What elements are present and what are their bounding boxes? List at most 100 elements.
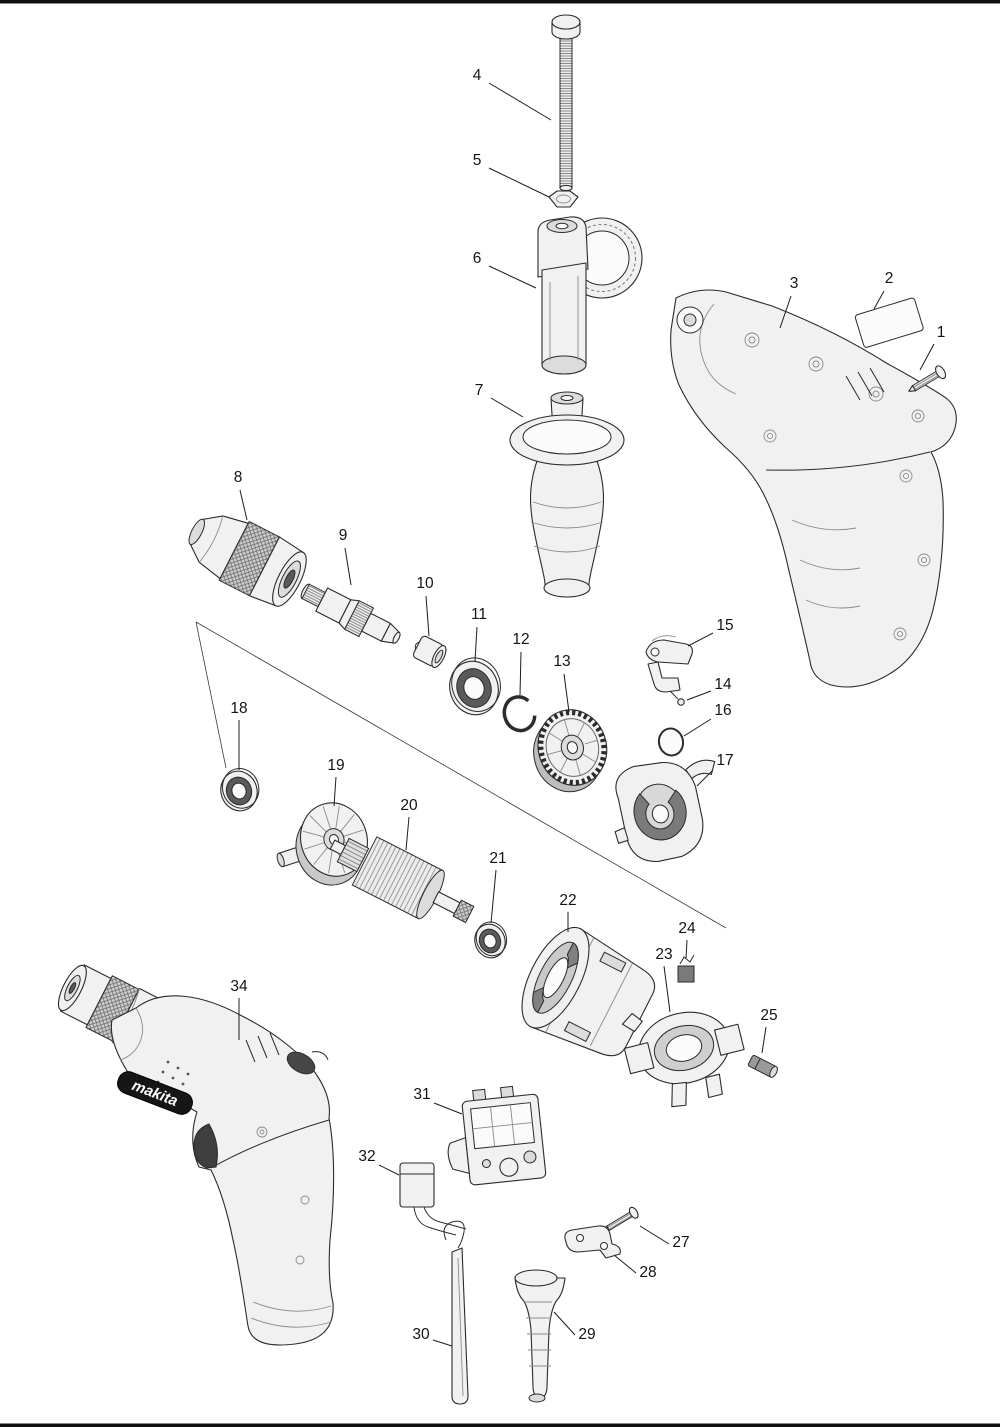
part-23-brush-holder <box>621 1011 745 1108</box>
annotation-layer: 1234567891011121314151617181920212223242… <box>195 67 945 1347</box>
mode-selector <box>286 1051 316 1075</box>
part-number-label-25: 25 <box>760 1007 777 1024</box>
leader-line-part-3 <box>779 295 792 329</box>
part-5-nut <box>548 190 579 208</box>
part-14-pin <box>669 690 685 706</box>
drill-body-outline <box>110 995 335 1346</box>
part-6-handle-clamp <box>537 216 643 375</box>
leader-line-part-6 <box>488 265 537 289</box>
part-number-label-4: 4 <box>473 67 482 84</box>
part-1-screw <box>908 365 947 392</box>
leader-line-part-16 <box>683 718 712 737</box>
part-31-switch <box>447 1085 547 1186</box>
part-number-label-28: 28 <box>639 1264 656 1281</box>
leader-line-part-21 <box>490 869 497 924</box>
part-number-label-29: 29 <box>578 1326 595 1343</box>
leader-line-part-20 <box>405 816 410 851</box>
part-number-label-16: 16 <box>714 702 731 719</box>
part-13-gear <box>533 709 608 793</box>
leader-line-part-25 <box>761 1026 767 1054</box>
leader-line-part-32 <box>378 1164 400 1176</box>
bottom-rule <box>0 1423 1000 1427</box>
construction-line-1 <box>195 621 727 929</box>
leader-line-part-30 <box>432 1339 453 1347</box>
part-number-label-23: 23 <box>655 946 672 963</box>
part-22-field <box>521 926 656 1057</box>
part-number-label-27: 27 <box>672 1234 689 1251</box>
part-number-label-22: 22 <box>559 892 576 909</box>
part-28-cord-clamp <box>564 1225 621 1259</box>
part-3-housing <box>670 289 957 688</box>
part-number-label-17: 17 <box>716 752 733 769</box>
leader-line-part-17 <box>696 769 714 787</box>
part-12-retaining-ring <box>502 695 537 733</box>
part-number-label-9: 9 <box>339 527 348 544</box>
part-2-name-plate <box>854 297 924 348</box>
drill-vents <box>245 1032 280 1063</box>
leader-line-part-5 <box>488 167 550 198</box>
top-rule <box>0 0 1000 4</box>
construction-line-2 <box>195 621 227 769</box>
leader-line-part-8 <box>239 489 248 521</box>
part-number-label-11: 11 <box>471 606 487 623</box>
leader-line-part-24 <box>685 939 688 959</box>
leader-line-part-27 <box>639 1225 670 1245</box>
part-number-label-14: 14 <box>714 676 732 693</box>
part-number-label-30: 30 <box>412 1326 430 1343</box>
part-15-lever <box>645 635 693 693</box>
part-number-label-10: 10 <box>416 575 434 592</box>
part-number-label-5: 5 <box>473 152 482 169</box>
part-7-side-handle <box>509 391 625 598</box>
leader-line-part-28 <box>613 1254 637 1274</box>
part-11-bearing <box>449 657 501 716</box>
part-30-power-cord <box>443 1220 469 1405</box>
part-number-label-6: 6 <box>473 250 482 267</box>
housing-vents <box>845 367 885 401</box>
leader-line-part-12 <box>519 651 522 696</box>
part-number-label-8: 8 <box>234 469 243 486</box>
part-number-label-3: 3 <box>790 275 799 292</box>
leader-line-part-31 <box>433 1102 463 1115</box>
part-number-label-20: 20 <box>400 797 418 814</box>
leader-line-part-14 <box>686 690 712 701</box>
part-8-chuck <box>188 515 307 607</box>
part-17-gear-housing-cover <box>614 759 716 862</box>
leader-line-part-2 <box>873 290 885 310</box>
part-number-label-12: 12 <box>512 631 529 648</box>
leader-line-part-29 <box>553 1311 576 1336</box>
part-number-label-24: 24 <box>678 920 696 937</box>
part-16-ring <box>657 727 685 757</box>
part-32-capacitor <box>399 1162 467 1236</box>
leader-line-part-7 <box>490 397 524 418</box>
part-21-bearing <box>474 921 508 959</box>
part-24-carbon-brush <box>677 954 695 983</box>
part-number-label-18: 18 <box>230 700 247 717</box>
leader-line-part-13 <box>563 673 570 713</box>
part-number-label-31: 31 <box>413 1086 430 1103</box>
housing-screw-bosses <box>744 332 931 641</box>
part-18-bearing <box>220 768 260 812</box>
part-25-carbon-brush <box>747 1054 778 1078</box>
leader-line-part-11 <box>474 626 478 662</box>
drill-trigger <box>193 1123 218 1169</box>
leader-line-part-10 <box>425 595 430 637</box>
leader-line-part-19 <box>333 776 337 807</box>
part-29-cord-guard <box>514 1269 566 1403</box>
leader-line-part-23 <box>663 965 671 1013</box>
part-number-label-19: 19 <box>327 757 344 774</box>
part-20-armature <box>329 836 475 924</box>
part-9-spindle <box>300 583 401 644</box>
leader-line-part-15 <box>687 632 714 647</box>
part-number-label-13: 13 <box>553 653 570 670</box>
part-34-drill-assembly: makita <box>57 964 335 1346</box>
leader-line-part-4 <box>488 82 552 121</box>
part-number-label-7: 7 <box>475 382 484 399</box>
part-number-label-21: 21 <box>489 850 506 867</box>
part-number-label-15: 15 <box>716 617 733 634</box>
leader-line-part-9 <box>344 547 352 586</box>
part-number-label-2: 2 <box>885 270 894 287</box>
part-10-sleeve <box>412 635 447 669</box>
leader-line-part-1 <box>919 343 935 371</box>
